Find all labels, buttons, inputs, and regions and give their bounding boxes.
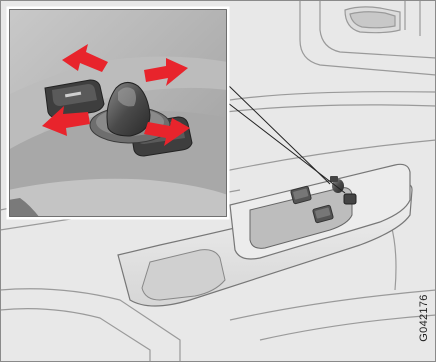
figure-code-text: G042176 — [418, 294, 430, 341]
detail-inset — [8, 8, 228, 218]
figure-code-label: G042176 — [416, 282, 432, 354]
